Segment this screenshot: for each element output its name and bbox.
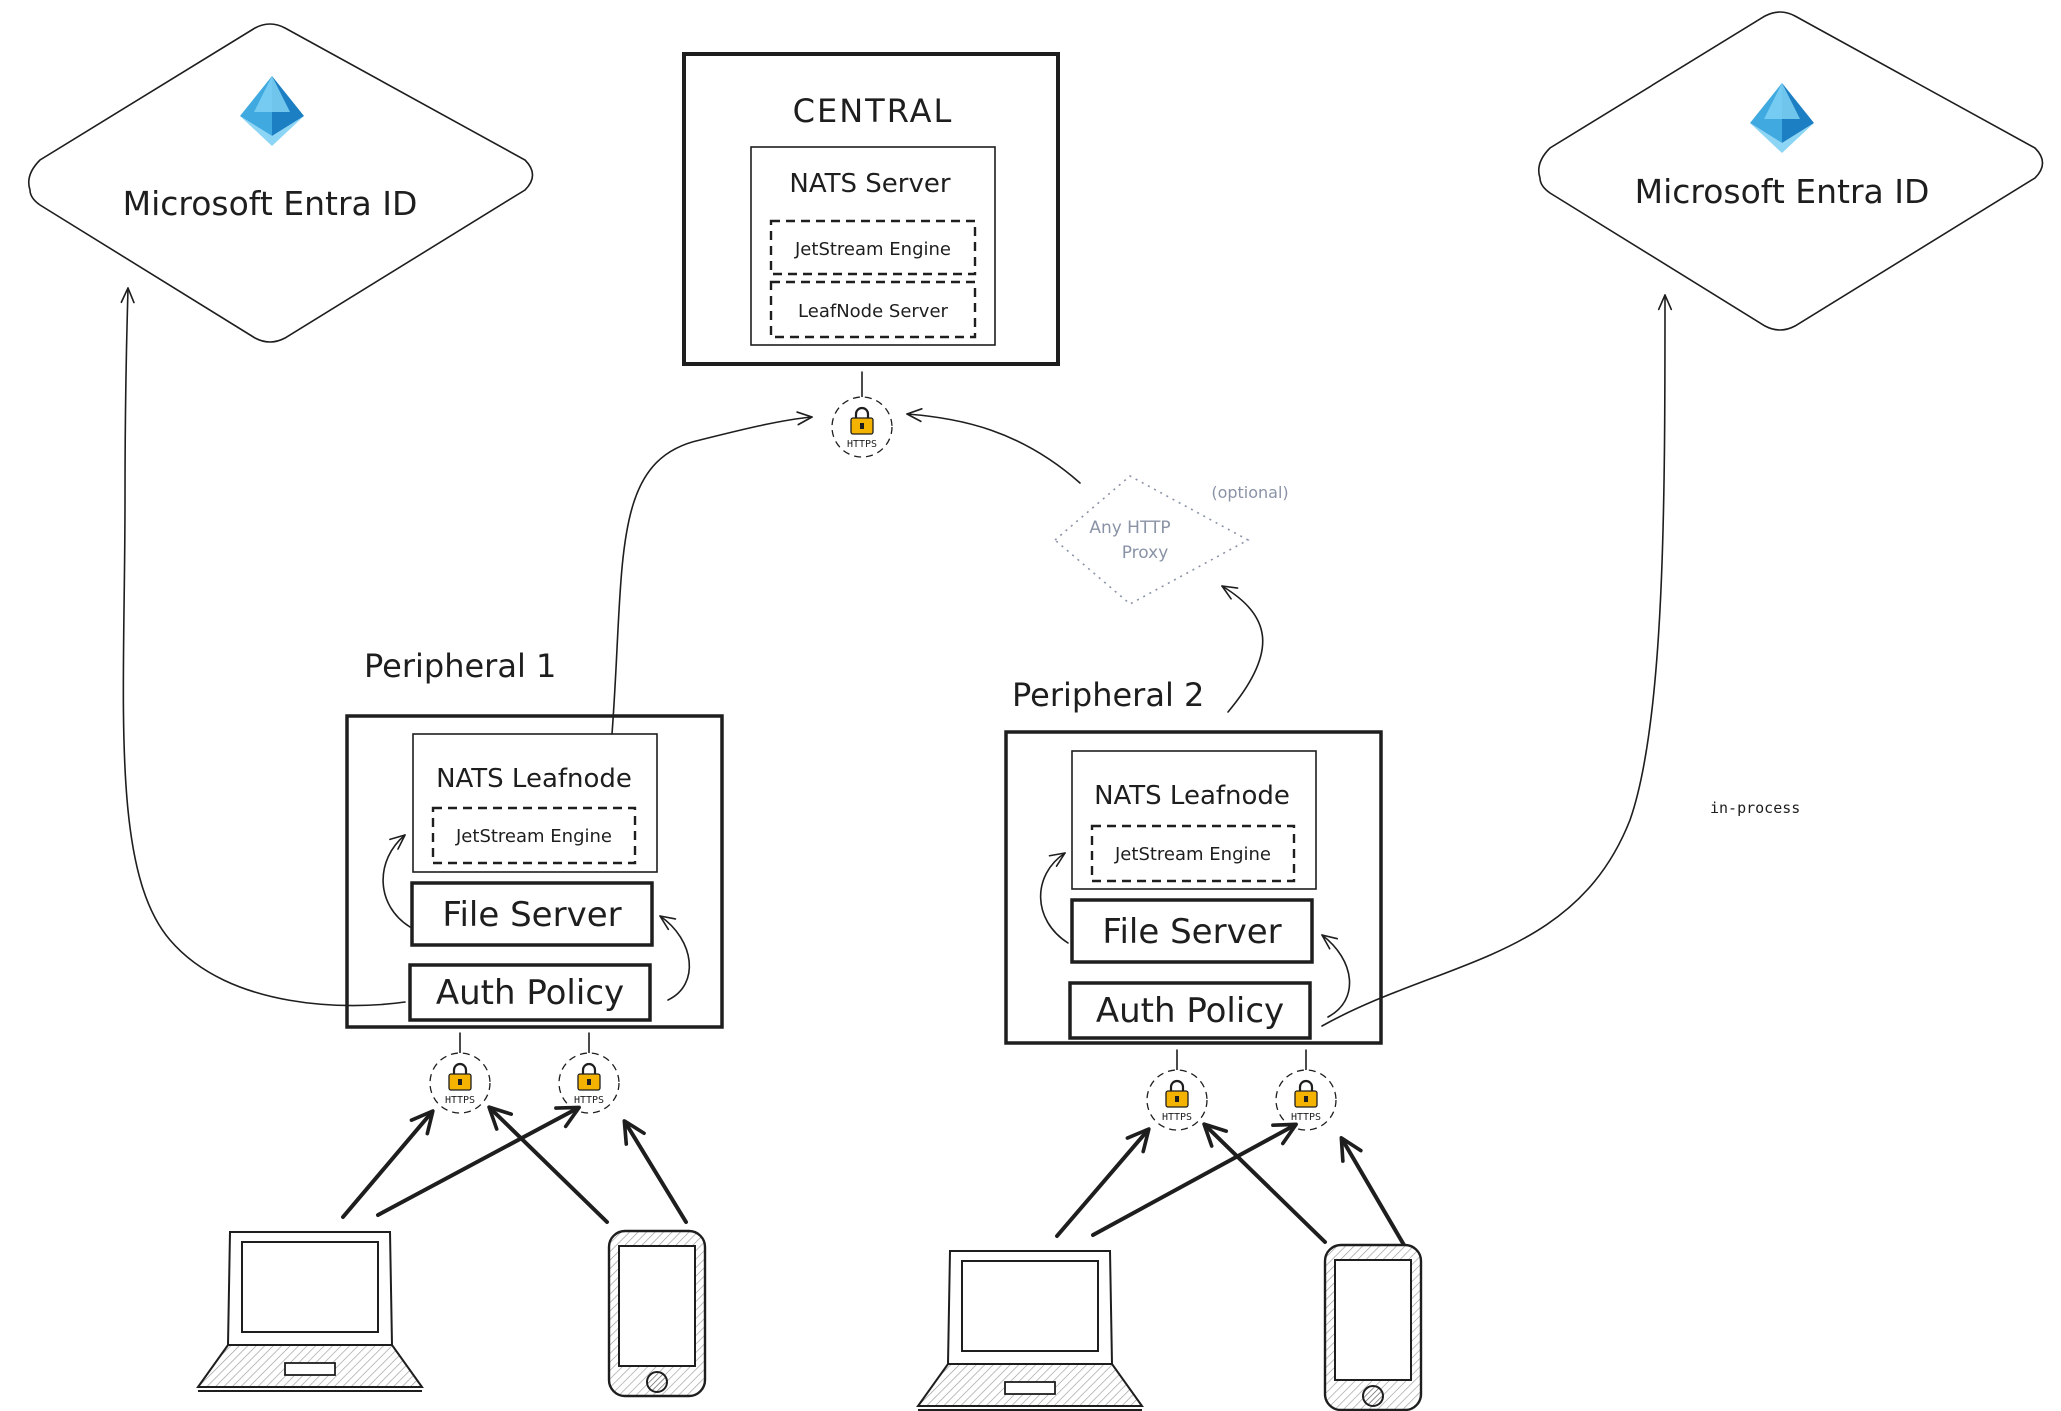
proxy-label-line1: Any HTTP [1089,518,1170,538]
smartphone-icon [607,1229,707,1398]
file-server-box [410,881,654,947]
identity-provider-left: Microsoft Entra ID [27,23,534,343]
nats-leafnode-label: NATS Leafnode [436,764,632,794]
jetstream-engine-label: JetStream Engine [455,826,612,847]
https-label: HTTPS [445,1095,475,1106]
device-connectors [341,1105,1406,1247]
file-server-box [1070,898,1314,964]
proxy-label-line2: Proxy [1122,543,1169,563]
http-proxy-node: Any HTTP Proxy (optional) [1053,475,1289,605]
jetstream-engine-box [769,219,977,276]
jetstream-engine-box [1090,824,1296,883]
https-badge-central: HTTPS [830,395,894,459]
peripheral-2-node: NATS Leafnode JetStream Engine File Serv… [1004,730,1383,1045]
https-label: HTTPS [1291,1112,1321,1123]
nats-server-label: NATS Server [789,169,950,199]
https-badge-p2-b: HTTPS [1274,1068,1338,1132]
jetstream-engine-box [431,806,637,865]
jetstream-engine-label: JetStream Engine [794,239,951,260]
https-badge-p2-a: HTTPS [1145,1068,1209,1132]
jetstream-engine-label: JetStream Engine [1114,844,1271,865]
connectors [120,287,1673,1075]
auth-policy-label: Auth Policy [436,973,624,1013]
proxy-optional-note: (optional) [1211,483,1288,502]
peripheral-2-title: Peripheral 2 [1012,676,1204,714]
auth-policy-label: Auth Policy [1096,991,1284,1031]
https-label: HTTPS [574,1095,604,1106]
peripheral-1-title: Peripheral 1 [364,647,556,685]
auth-policy-box [1068,981,1312,1040]
leafnode-server-box [769,280,977,339]
file-server-label: File Server [442,895,621,935]
https-badge-p1-b: HTTPS [557,1051,621,1115]
central-node: CENTRAL NATS Server JetStream Engine Lea… [682,52,1060,366]
laptop-icon [917,1250,1143,1411]
identity-provider-label: Microsoft Entra ID [1635,172,1930,211]
identity-provider-right: Microsoft Entra ID [1537,11,2044,331]
smartphone-icon [1323,1243,1423,1411]
https-label: HTTPS [847,439,877,450]
auth-policy-box [408,963,652,1022]
nats-leafnode-label: NATS Leafnode [1094,781,1290,811]
peripheral-1-node: NATS Leafnode JetStream Engine File Serv… [345,714,724,1029]
https-badge-p1-a: HTTPS [428,1051,492,1115]
https-label: HTTPS [1162,1112,1192,1123]
leafnode-server-label: LeafNode Server [798,301,948,322]
file-server-label: File Server [1102,912,1281,952]
in-process-annotation: in-process [1710,799,1800,817]
central-title: CENTRAL [793,92,954,130]
identity-provider-label: Microsoft Entra ID [123,184,418,223]
laptop-icon [197,1231,423,1392]
